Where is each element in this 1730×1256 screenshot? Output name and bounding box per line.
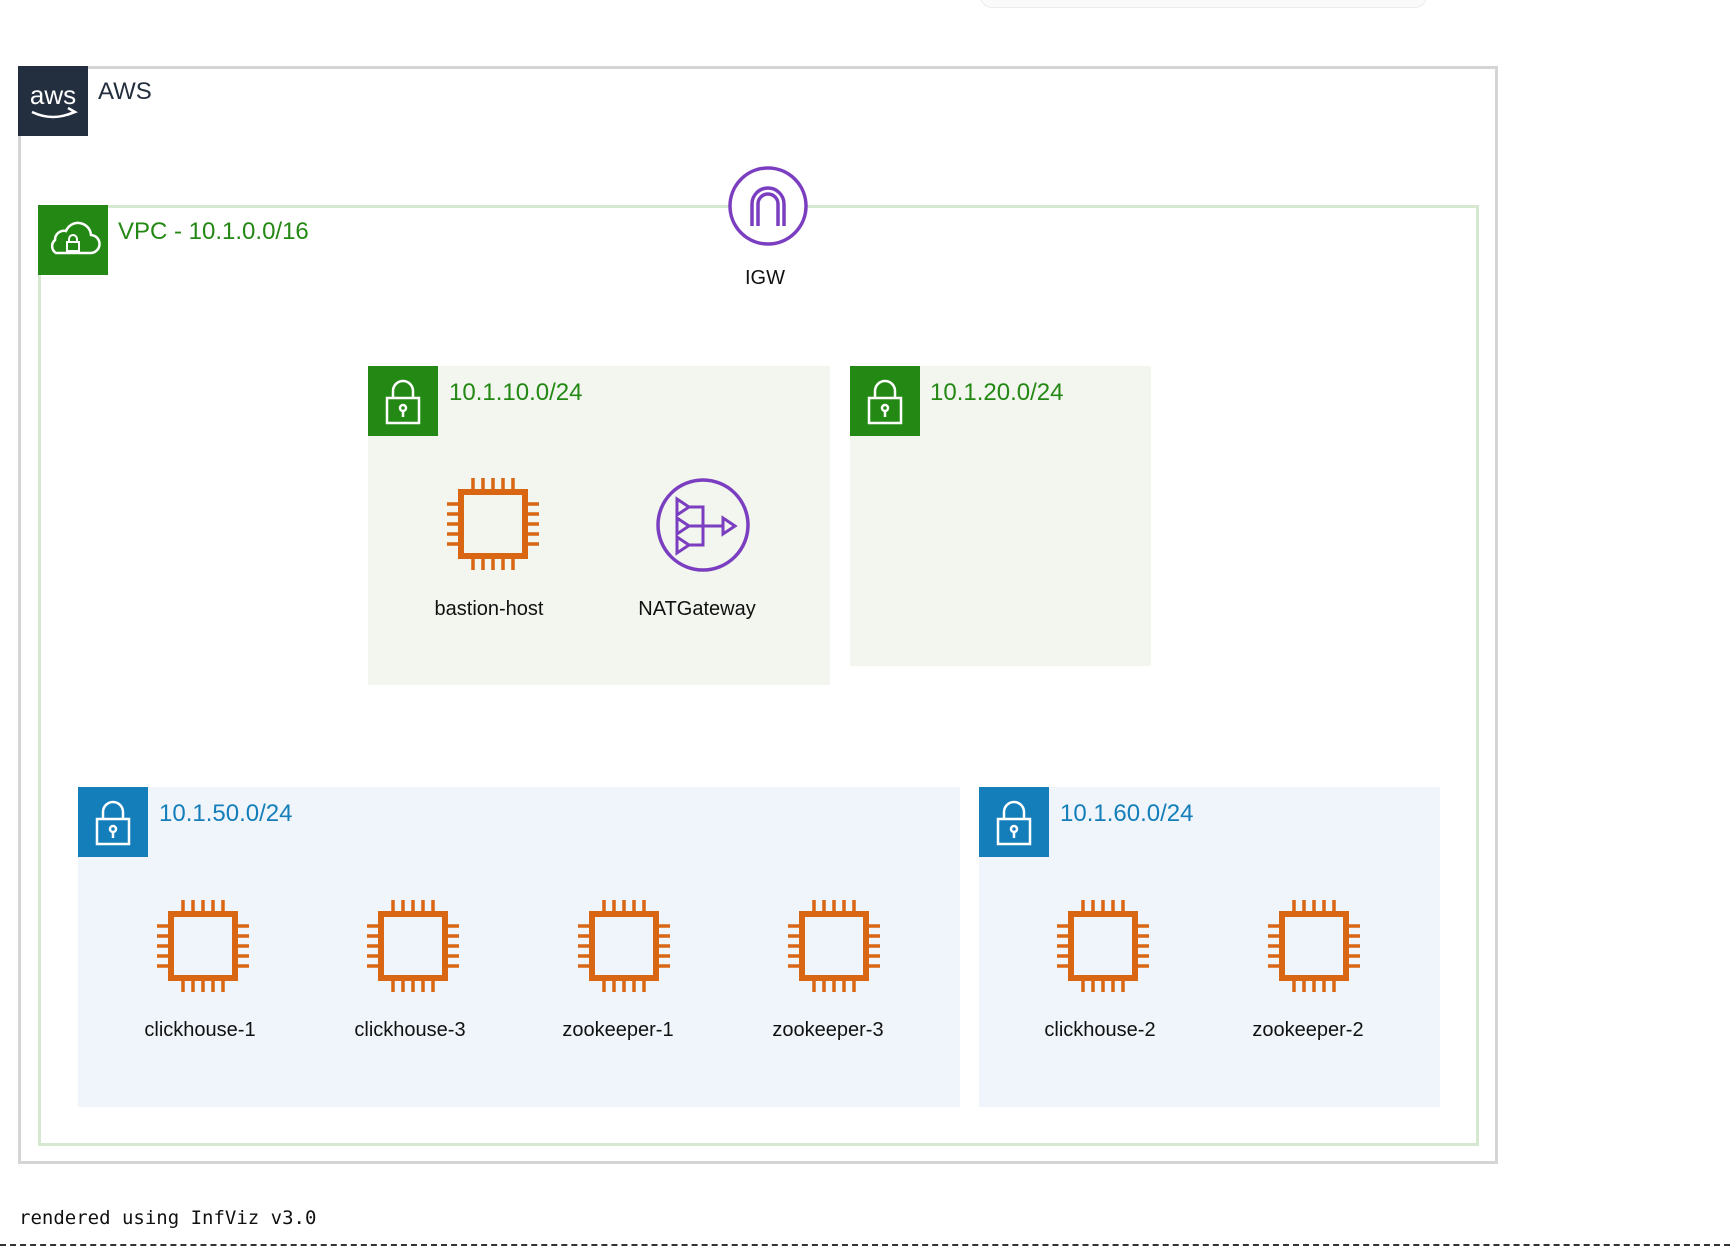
- subnet-label: 10.1.20.0/24: [930, 379, 1064, 406]
- top-strip: [980, 0, 1427, 8]
- subnet-lock-icon: [850, 366, 920, 436]
- node-label: clickhouse-3: [354, 1019, 466, 1041]
- ec2-instance-icon: [1053, 896, 1153, 996]
- subnet-label: 10.1.60.0/24: [1060, 800, 1194, 827]
- subnet-lock-icon: [979, 787, 1049, 857]
- ec2-instance-icon: [443, 474, 543, 574]
- render-footer: rendered using InfViz v3.0: [19, 1207, 317, 1229]
- aws-logo-icon: aws: [30, 80, 78, 119]
- node-label: bastion-host: [434, 598, 544, 620]
- ec2-instance-icon: [1264, 896, 1364, 996]
- node-label: zookeeper-3: [772, 1019, 884, 1041]
- subnet-private-1: [78, 787, 960, 1107]
- ec2-instance-icon: [153, 896, 253, 996]
- vpc-cloud-lock-icon: [38, 205, 108, 275]
- subnet-public-1: [368, 366, 830, 685]
- subnet-label: 10.1.10.0/24: [449, 379, 583, 406]
- nat-gateway-icon: [655, 477, 751, 573]
- aws-logo-text: aws: [30, 80, 76, 110]
- node-label: clickhouse-1: [144, 1019, 256, 1041]
- internet-gateway-icon: [726, 164, 810, 248]
- subnet-label: 10.1.50.0/24: [159, 800, 293, 827]
- node-label: NATGateway: [638, 598, 756, 620]
- subnet-lock-icon: [368, 366, 438, 436]
- ec2-instance-icon: [784, 896, 884, 996]
- dashed-divider: [0, 1244, 1730, 1246]
- ec2-instance-icon: [574, 896, 674, 996]
- subnet-lock-icon: [78, 787, 148, 857]
- vpc-label: VPC - 10.1.0.0/16: [118, 218, 309, 245]
- aws-group-label: AWS: [98, 78, 152, 105]
- subnet-private-2: [979, 787, 1440, 1107]
- node-label: clickhouse-2: [1044, 1019, 1156, 1041]
- aws-cloud-group: [18, 66, 1498, 1164]
- node-label: zookeeper-2: [1252, 1019, 1364, 1041]
- node-label: zookeeper-1: [562, 1019, 674, 1041]
- igw-label: IGW: [745, 267, 785, 289]
- ec2-instance-icon: [363, 896, 463, 996]
- aws-logo: aws: [18, 66, 88, 136]
